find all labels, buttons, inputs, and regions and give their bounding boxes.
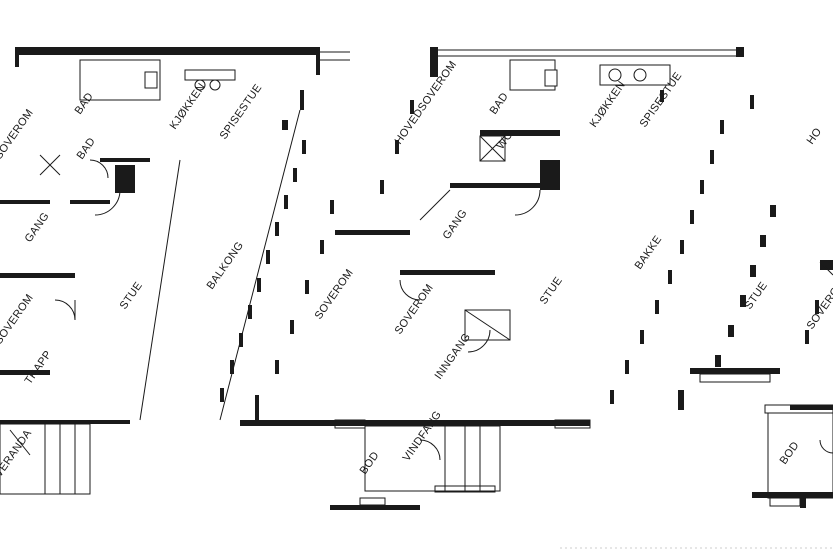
room-label-sov-right: SOVEROM [805,277,833,332]
room-label-gang-center: GANG [441,207,470,241]
room-label-bakke: BAKKE [633,234,665,272]
room-label-sov-center2: SOVEROM [393,282,436,337]
room-label-balkong: BALKONG [205,240,247,292]
center-mid-wall [335,230,410,235]
room-label-bad-center: BAD [488,91,511,117]
room-label-gang-left: GANG [23,210,52,244]
room-label-stue-center: STUE [538,275,565,307]
room-label-sov-left2: SOVEROM [0,292,36,347]
room-label-sov-left: SOVEROM [0,107,36,162]
room-label-bod-right: BOD [778,440,802,467]
room-label-stue-right: STUE [743,280,770,312]
room-label-bad-top: BAD [73,91,96,117]
room-label-hovedsov-right: HO [805,126,825,147]
room-label-sov-center: SOVEROM [313,267,356,322]
left-unit: BAD KJØKKEN SPISESTUE SOVEROM BAD GANG B… [0,47,350,495]
center-bottom-wall [240,420,590,426]
room-label-hovedsov: HOVEDSOVEROM [393,59,460,147]
left-mid-wall [0,273,75,278]
toilet-icon [544,69,558,87]
room-label-kjokken-center: KJØKKEN [588,79,628,130]
bod-right-area [767,412,833,499]
room-label-bod-center: BOD [358,450,382,477]
room-label-vindfang: VINDFANG [401,409,444,464]
room-label-trapp-left: TRAPP [23,349,55,387]
room-label-inngang: INNGANG [433,331,473,382]
toilet-icon [144,71,158,89]
room-label-stue-left: STUE [118,280,145,312]
center-unit: BAD KJØKKEN SPISESTUE HOVEDSOVEROM WC GA… [240,47,754,510]
left-top-wall [15,47,320,55]
vindfang-area [364,425,501,492]
room-label-kjokken-left: KJØKKEN [168,81,208,132]
room-label-spisestue-left: SPISESTUE [218,82,265,142]
right-stair-wall [690,368,780,374]
center-wall-block [540,160,560,190]
room-label-bad-mid: BAD [75,136,98,162]
